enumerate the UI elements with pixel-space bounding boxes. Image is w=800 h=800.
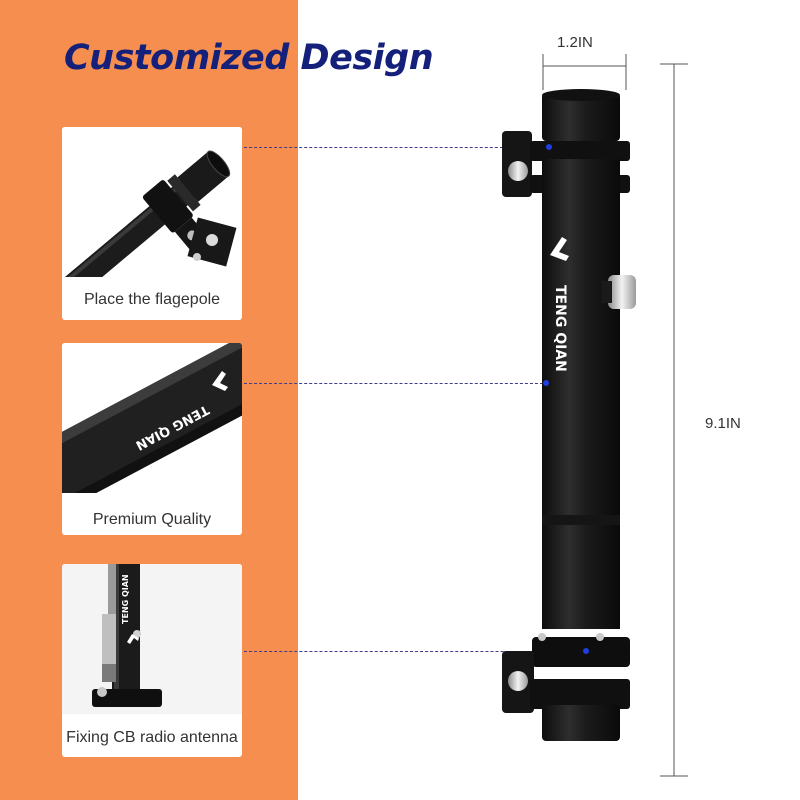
flagpole-clamp-photo (62, 127, 242, 277)
height-dimension-line (660, 63, 688, 777)
feature-card-flagpole: Place the flagepole (62, 127, 242, 320)
feature-card-quality: TENG QIAN Premium Quality (62, 343, 242, 535)
feature-label: Premium Quality (92, 511, 212, 528)
marker-dot (543, 380, 549, 386)
page-title: Customized Design (64, 38, 434, 78)
width-dimension-label: 1.2IN (557, 34, 593, 51)
feature-label: Place the flagepole (83, 291, 221, 308)
height-dimension-label: 9.1IN (705, 415, 741, 432)
antenna-mount-photo: TENG QIAN (62, 564, 242, 714)
leader-line (244, 651, 584, 652)
marker-dot (546, 144, 552, 150)
leader-line (244, 147, 548, 148)
leader-line (244, 383, 548, 384)
flagpole-holder-product: TENG QIAN (502, 89, 636, 741)
feature-label: Fixing CB radio antenna (66, 729, 238, 746)
feature-card-antenna: TENG QIAN Fixing CB radio antenna (62, 564, 242, 757)
width-dimension-line (542, 54, 627, 90)
marker-dot (583, 648, 589, 654)
product-brand-text: TENG QIAN (552, 285, 568, 372)
tube-logo-photo: TENG QIAN (62, 343, 242, 493)
brand-logo-text-small: TENG QIAN (121, 574, 130, 624)
